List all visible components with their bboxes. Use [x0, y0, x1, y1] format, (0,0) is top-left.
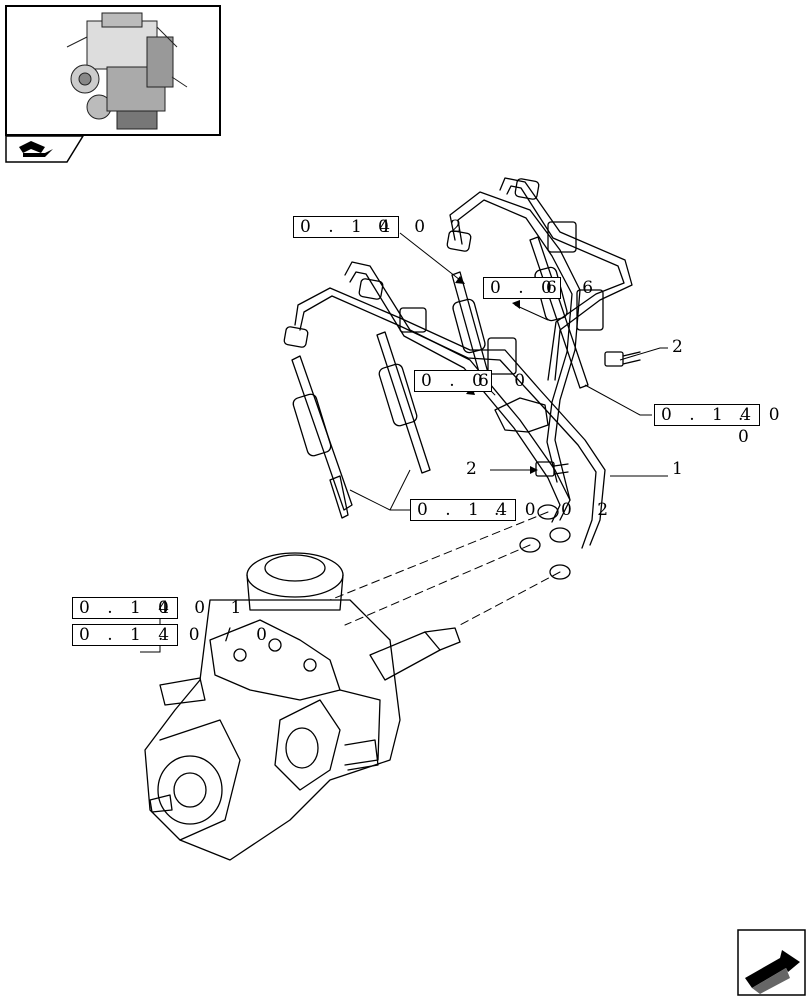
reference-box[interactable]: 0 . 1 4: [293, 216, 400, 238]
reference-suffix: 0 0 2: [378, 217, 472, 237]
engine-thumbnail: [5, 5, 221, 136]
reference-suffix: . 0 0: [738, 405, 790, 447]
reference-box[interactable]: 0 . 0: [414, 370, 492, 392]
injector: [291, 355, 353, 519]
reference-suffix: . 0 / 0: [158, 625, 277, 645]
reference-suffix: 6 6: [546, 278, 604, 298]
reference-box[interactable]: 0 . 1 4: [654, 404, 761, 426]
reference-box[interactable]: 0 . 1 4: [72, 597, 179, 619]
reference-suffix: . 0 0 2: [494, 500, 619, 520]
engine-thumbnail-icon: [66, 12, 188, 130]
reference-suffix: 6 0: [478, 371, 536, 391]
injection-pump: [144, 552, 461, 861]
injector: [376, 331, 431, 474]
callout-number: 1: [672, 459, 683, 479]
injector: [529, 236, 589, 389]
callout-number: 2: [672, 337, 683, 357]
callout-number: 2: [466, 459, 477, 479]
reference-box[interactable]: 0 . 0: [483, 277, 561, 299]
reference-suffix: 0 0 1: [158, 598, 252, 618]
reference-box[interactable]: 0 . 1 4: [72, 624, 179, 646]
book-page-icon[interactable]: [5, 135, 85, 165]
reference-box[interactable]: 0 . 1 4: [410, 499, 517, 521]
next-page-arrow-icon: [737, 929, 806, 996]
